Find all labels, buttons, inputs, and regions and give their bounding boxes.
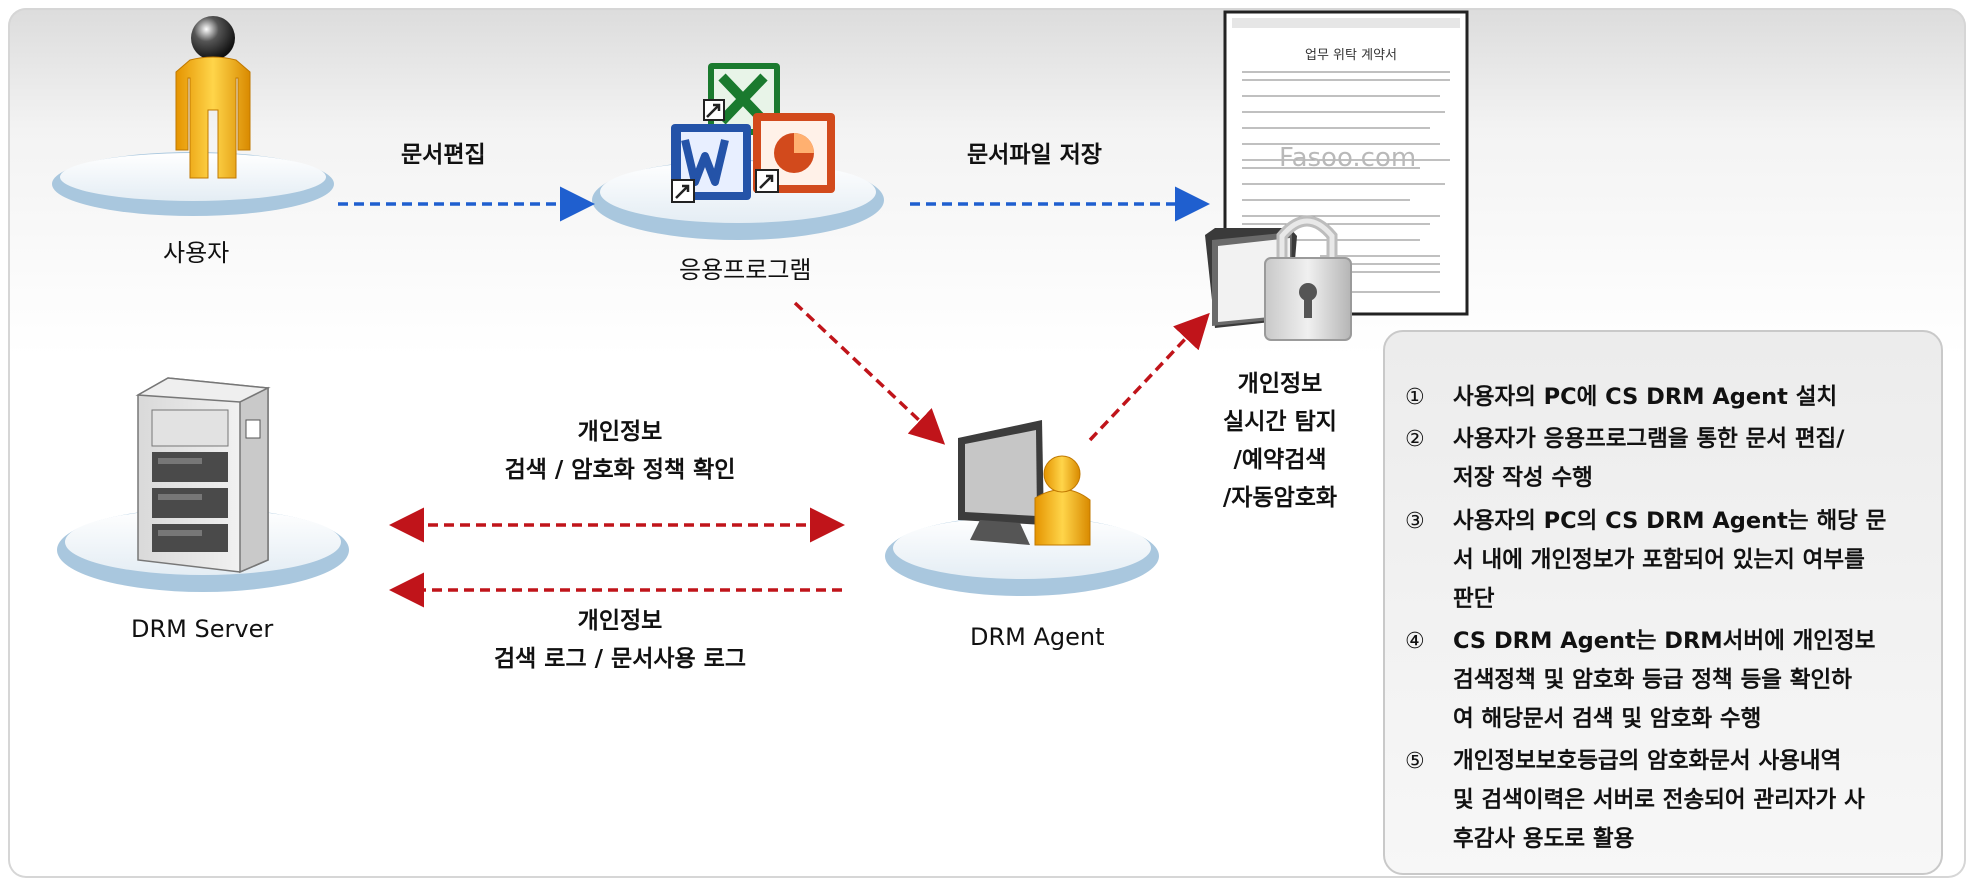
note-3-line-2: 서 내에 개인정보가 포함되어 있는지 여부를 [1453, 547, 1865, 573]
note-2-line-2: 저장 작성 수행 [1453, 465, 1593, 491]
note-4: ④ CS DRM Agent는 DRM서버에 개인정보 검색정책 및 암호화 등… [1405, 622, 1925, 739]
label-edit: 문서편집 [401, 142, 486, 168]
note-3: ③ 사용자의 PC의 CS DRM Agent는 해당 문 서 내에 개인정보가… [1405, 502, 1925, 619]
note-1: ① 사용자의 PC에 CS DRM Agent 설치 [1405, 378, 1925, 417]
note-1-line-1: 사용자의 PC에 CS DRM Agent 설치 [1453, 384, 1838, 410]
note-4-number: ④ [1405, 629, 1425, 654]
note-5: ⑤ 개인정보보호등급의 암호화문서 사용내역 및 검색이력은 서버로 전송되어 … [1405, 742, 1925, 859]
document-watermark: Fasoo.com [1279, 143, 1417, 173]
note-2-line-1: 사용자가 응용프로그램을 통한 문서 편집/ [1453, 426, 1845, 452]
document-title: 업무 위탁 계약서 [1305, 48, 1397, 63]
arrow-agent-to-document [1088, 312, 1210, 442]
locked-folder-icon [1205, 215, 1352, 341]
arrow-app-to-agent [793, 301, 946, 445]
note-5-line-2: 및 검색이력은 서버로 전송되어 관리자가 사 [1453, 787, 1865, 813]
label-policy-line1: 개인정보 [577, 419, 663, 445]
user-person-icon [175, 16, 251, 179]
label-policy-line2: 검색 / 암호화 정책 확인 [504, 457, 736, 483]
note-4-line-3: 여 해당문서 검색 및 암호화 수행 [1453, 706, 1762, 732]
server-tower-icon [135, 377, 271, 574]
agent-computer-icon [958, 420, 1091, 546]
label-policy-check: 개인정보 검색 / 암호화 정책 확인 [450, 413, 790, 489]
label-log-line1: 개인정보 [577, 608, 663, 634]
label-detect-line1: 개인정보 [1237, 371, 1323, 397]
notes-panel: ① 사용자의 PC에 CS DRM Agent 설치 ② 사용자가 응용프로그램… [1383, 330, 1943, 875]
note-5-number: ⑤ [1405, 749, 1425, 774]
note-3-line-1: 사용자의 PC의 CS DRM Agent는 해당 문 [1453, 508, 1887, 534]
note-5-line-1: 개인정보보호등급의 암호화문서 사용내역 [1453, 748, 1842, 774]
note-3-number: ③ [1405, 509, 1425, 534]
label-server: DRM Server [131, 615, 274, 643]
note-3-line-3: 판단 [1453, 586, 1495, 612]
label-save: 문서파일 저장 [967, 142, 1102, 168]
note-5-line-3: 후감사 용도로 활용 [1453, 826, 1635, 852]
note-2-number: ② [1405, 427, 1425, 452]
label-detection: 개인정보 실시간 탐지 /예약검색 /자동암호화 [1190, 365, 1370, 517]
label-user: 사용자 [163, 239, 230, 267]
note-2: ② 사용자가 응용프로그램을 통한 문서 편집/ 저장 작성 수행 [1405, 420, 1925, 498]
label-agent: DRM Agent [970, 623, 1105, 651]
label-detect-line2: 실시간 탐지 [1223, 409, 1337, 435]
label-log-line2: 검색 로그 / 문서사용 로그 [493, 646, 747, 672]
label-detect-line3: /예약검색 [1233, 447, 1327, 473]
label-detect-line4: /자동암호화 [1222, 485, 1338, 511]
powerpoint-icon [753, 113, 835, 193]
note-4-line-2: 검색정책 및 암호화 등급 정책 등을 확인하 [1453, 667, 1852, 693]
note-4-line-1: CS DRM Agent는 DRM서버에 개인정보 [1453, 628, 1876, 654]
note-1-number: ① [1405, 385, 1425, 410]
word-icon [671, 99, 751, 203]
label-app: 응용프로그램 [679, 256, 812, 284]
label-log-send: 개인정보 검색 로그 / 문서사용 로그 [450, 602, 790, 678]
platform-user [52, 152, 334, 216]
